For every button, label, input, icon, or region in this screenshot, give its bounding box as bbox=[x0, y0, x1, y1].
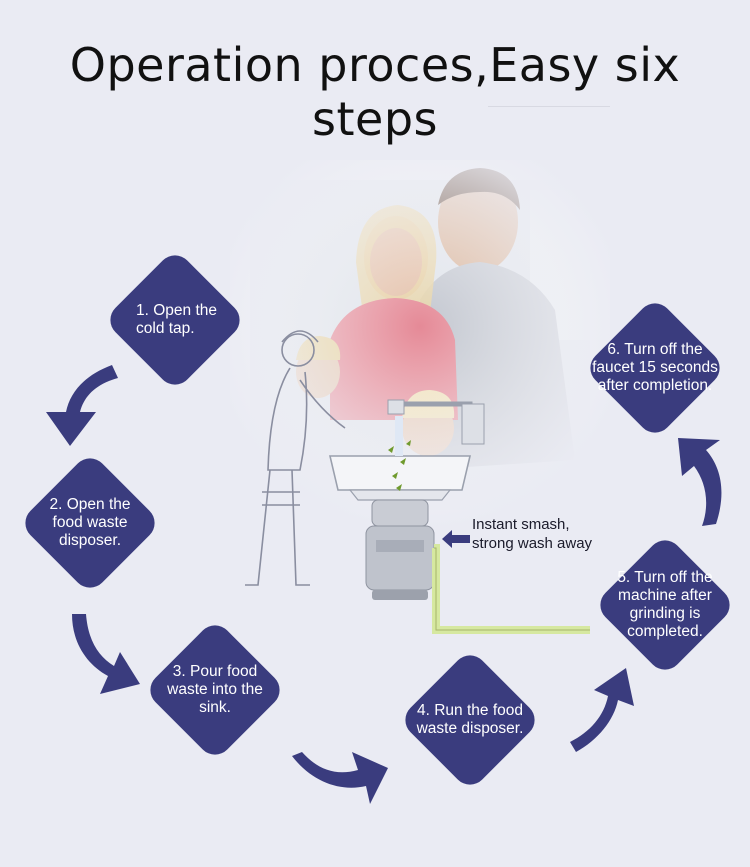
callout-text: Instant smash, strong wash away bbox=[472, 516, 593, 552]
step-6-label: 6. Turn off the faucet 15 seconds after … bbox=[592, 341, 718, 394]
arrow-1-to-2-icon bbox=[46, 365, 118, 446]
arrow-5-to-6-icon bbox=[678, 438, 722, 526]
step-4: 4. Run the food waste disposer. bbox=[398, 648, 542, 792]
title-underline bbox=[488, 106, 610, 107]
step-2-label: 2. Open the food waste disposer. bbox=[49, 496, 131, 549]
arrow-3-to-4-icon bbox=[292, 752, 388, 804]
step-3-label: 3. Pour food waste into the sink. bbox=[167, 663, 263, 716]
step-5: 5. Turn off the machine after grinding i… bbox=[593, 533, 737, 677]
step-4-label: 4. Run the food waste disposer. bbox=[416, 702, 524, 737]
arrow-2-to-3-icon bbox=[72, 614, 140, 694]
step-1: 1. Open the cold tap. bbox=[103, 248, 247, 392]
page-title: Operation proces,Easy six steps bbox=[69, 38, 681, 146]
step-1-label: 1. Open the cold tap. bbox=[136, 302, 218, 337]
step-5-label: 5. Turn off the machine after grinding i… bbox=[617, 569, 713, 640]
step-6: 6. Turn off the faucet 15 seconds after … bbox=[583, 296, 727, 440]
step-2: 2. Open the food waste disposer. bbox=[18, 451, 162, 595]
sink-illustration bbox=[328, 399, 485, 501]
step-3: 3. Pour food waste into the sink. bbox=[143, 618, 287, 762]
disposer-illustration bbox=[365, 499, 590, 634]
arrow-left-icon bbox=[442, 530, 470, 548]
arrow-4-to-5-icon bbox=[570, 668, 634, 752]
girl-line-drawing bbox=[245, 330, 346, 586]
